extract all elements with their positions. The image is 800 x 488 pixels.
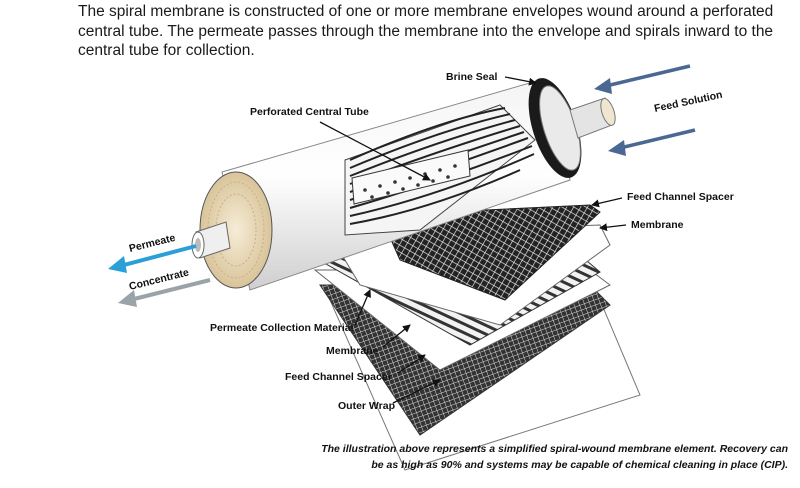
caption-line-2: be as high as 90% and systems may be cap… xyxy=(371,459,788,471)
caption: The illustration above represents a simp… xyxy=(258,441,788,473)
outer-wrap-leader xyxy=(392,379,441,404)
perforated-central-tube xyxy=(351,149,471,205)
label-outer-wrap: Outer Wrap xyxy=(338,400,395,412)
feed-arrow-upper xyxy=(594,64,691,94)
label-feed-channel-spacer-top: Feed Channel Spacer xyxy=(627,191,734,203)
brine-seal-leader xyxy=(504,76,537,86)
label-membrane-bottom: Membrane xyxy=(326,345,379,357)
permeate-arrow xyxy=(108,244,197,273)
central-tube-leader xyxy=(319,121,431,181)
label-perforated-central-tube: Perforated Central Tube xyxy=(250,106,369,118)
label-membrane-top: Membrane xyxy=(631,219,684,231)
label-permeate-collection-material: Permeate Collection Material xyxy=(210,322,354,334)
membrane-top-leader xyxy=(599,223,627,232)
label-brine-seal: Brine Seal xyxy=(446,71,497,83)
feed-spacer-bottom-leader xyxy=(397,354,426,374)
label-feed-solution: Feed Solution xyxy=(653,89,723,115)
feed-channel-spacer-top-sheet xyxy=(379,204,601,301)
left-end-face xyxy=(199,171,273,289)
feed-arrow-lower xyxy=(608,128,696,156)
permeate-collection-leader xyxy=(354,289,371,326)
intro-paragraph: The spiral membrane is constructed of on… xyxy=(78,3,774,59)
membrane-bottom-leader xyxy=(382,324,411,348)
feed-spacer-top-leader xyxy=(591,197,623,208)
label-feed-channel-spacer-bottom: Feed Channel Spacer xyxy=(285,371,392,383)
concentrate-arrow xyxy=(118,278,211,307)
membrane-cylinder xyxy=(191,78,616,291)
unrolled-layers xyxy=(308,204,641,471)
caption-line-1: The illustration above represents a simp… xyxy=(321,443,788,455)
